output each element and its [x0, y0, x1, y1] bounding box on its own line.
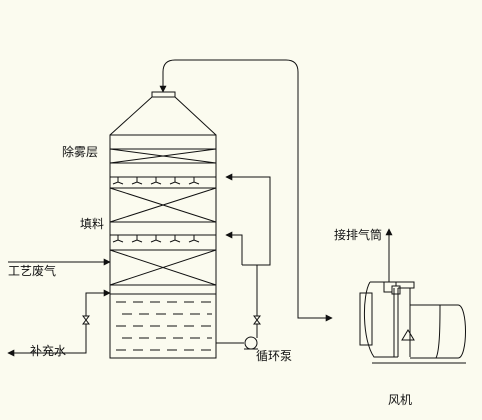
- label-circulation-pump: 循环泵: [256, 349, 293, 363]
- water-sump: [110, 293, 216, 351]
- spray-manifold-upper: [110, 176, 216, 185]
- tower-top: [109, 91, 217, 136]
- packing-layer-lower: [109, 249, 217, 286]
- spray-manifold-lower: [110, 234, 216, 243]
- label-packing: 填料: [80, 217, 105, 231]
- label-mist-layer: 除雾层: [62, 145, 99, 159]
- label-makeup-water: 补充水: [30, 344, 67, 358]
- fan-icon: [359, 281, 466, 364]
- label-process-gas: 工艺废气: [8, 264, 57, 278]
- circulation-pump-icon: [244, 336, 258, 350]
- label-exhaust-stack: 接排气筒: [334, 228, 383, 242]
- mist-eliminator-layer: [109, 148, 217, 164]
- circulation-loop: [216, 173, 271, 350]
- packing-layer-upper: [109, 187, 217, 223]
- tower-body: [109, 134, 217, 359]
- makeup-water-line: [7, 289, 111, 357]
- label-fan: 风机: [388, 393, 413, 407]
- exhaust-duct: [159, 59, 333, 322]
